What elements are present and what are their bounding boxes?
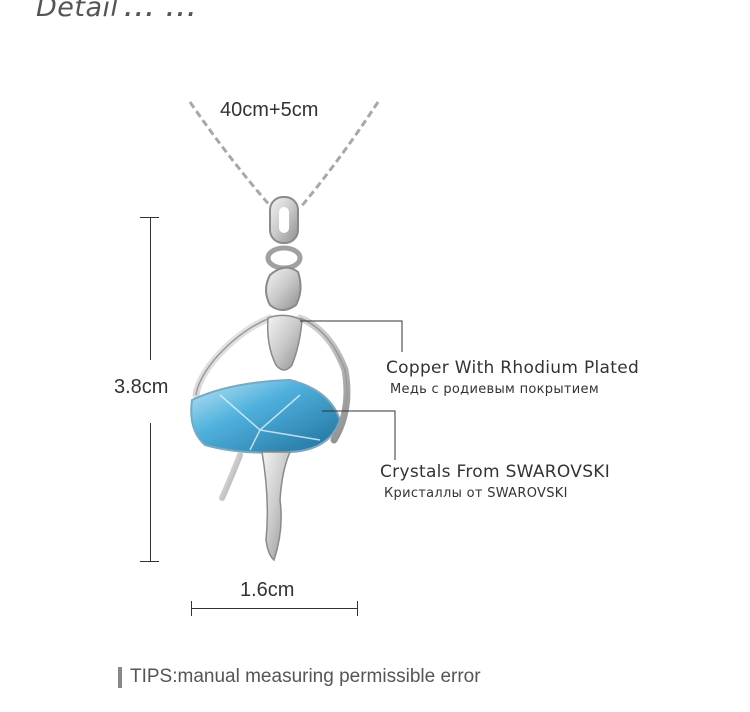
detail-title: Detail... ... [36,0,198,23]
detail-title-dots: ... ... [124,0,199,21]
leader-line-crystal [322,410,396,460]
height-dimension-bottom-tick [140,561,159,562]
width-dimension-line [192,608,358,609]
chain [188,101,380,209]
tips-note: TIPS:manual measuring permissible error [118,666,481,688]
ballerina-leg [261,451,292,562]
width-dimension-left-tick [191,601,192,616]
ballerina-head [265,266,302,311]
width-dimension-right-tick [357,601,358,616]
width-label: 1.6cm [240,579,295,601]
height-dimension-line-lower [150,423,151,561]
height-dimension-top-tick [140,217,159,218]
height-label: 3.8cm [114,376,169,398]
height-dimension-line-upper [150,217,151,360]
ballerina-torso [266,314,303,371]
chain-length-label: 40cm+5cm [220,99,319,121]
annotation-metal-ru: Медь с родиевым покрытием [390,382,599,397]
crystal-skirt [190,378,342,454]
detail-title-text: Detail [36,0,119,23]
annotation-metal-en: Copper With Rhodium Plated [386,358,640,378]
tips-text: TIPS:manual measuring permissible error [130,666,481,687]
jump-ring [265,245,303,271]
tips-bar [118,666,122,688]
leader-line-metal [300,320,403,352]
annotation-crystal-ru: Кристаллы от SWAROVSKI [384,486,568,501]
annotation-crystal-en: Crystals From SWAROVSKI [380,462,611,482]
